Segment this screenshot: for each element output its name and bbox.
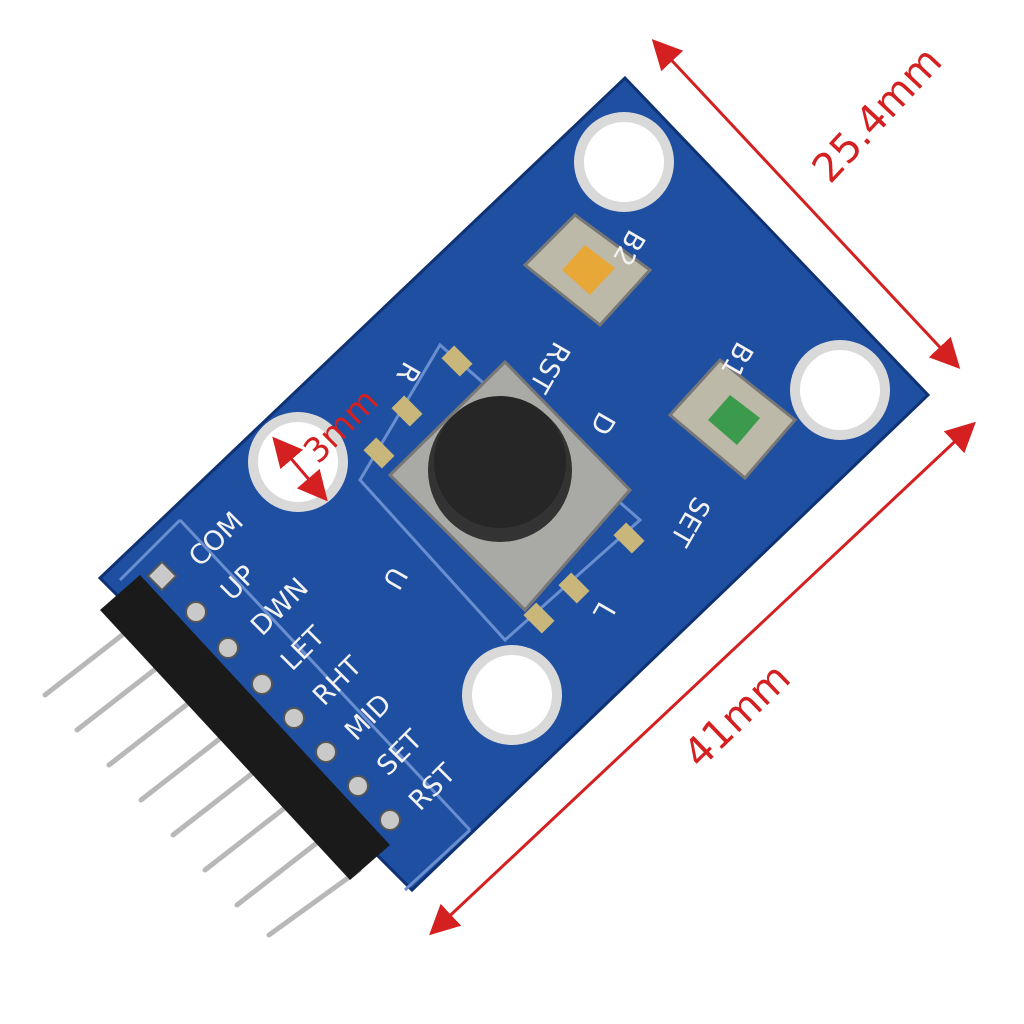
dimension-arrows xyxy=(272,39,976,936)
header-pins xyxy=(42,622,362,938)
rst-button[interactable] xyxy=(522,213,653,328)
width-dimension-label: 25.4mm xyxy=(804,38,952,192)
length-dimension-label: 41mm xyxy=(675,655,800,778)
joystick-cap[interactable] xyxy=(434,396,566,528)
pin-header xyxy=(100,560,401,880)
